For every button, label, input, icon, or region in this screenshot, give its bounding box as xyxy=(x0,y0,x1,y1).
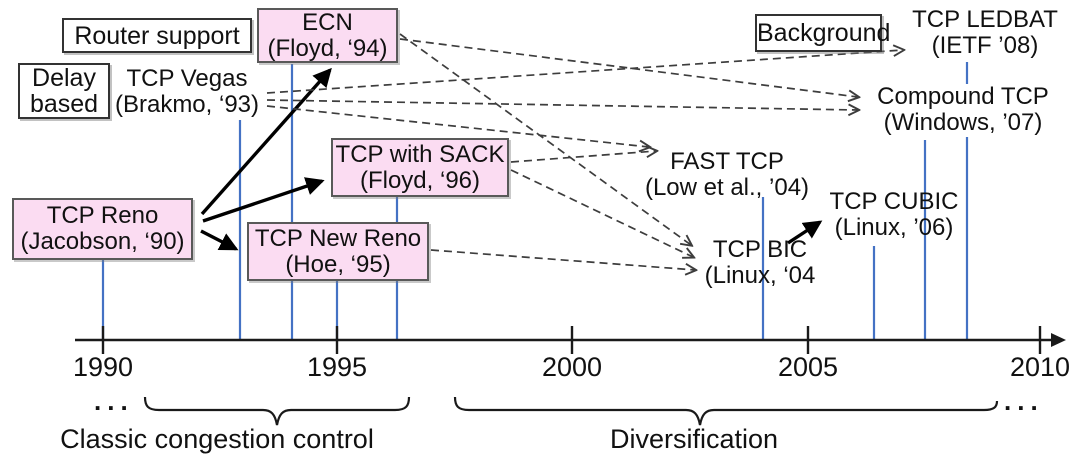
tcp-cubic-credit: (Linux, ’06) xyxy=(834,214,954,241)
tcp-cubic-name: TCP CUBIC xyxy=(829,188,959,215)
ecn-credit: (Floyd, ‘94) xyxy=(267,34,388,62)
label-background: Background xyxy=(755,14,891,52)
node-tcp-reno: TCP Reno (Jacobson, ‘90) xyxy=(12,198,193,260)
tcp-vegas-credit: (Brakmo, ‘93) xyxy=(114,91,260,118)
label-delay-based-line2: based xyxy=(29,90,99,118)
axis-arrowhead-icon xyxy=(1051,333,1066,347)
node-ecn: ECN (Floyd, ‘94) xyxy=(257,8,398,63)
brace-diversification-era xyxy=(453,396,999,426)
solid-arrow-tcp-reno-to-ecn xyxy=(200,67,332,216)
tcp-with-sack-name: TCP with SACK xyxy=(335,140,505,168)
compound-tcp-credit: (Windows, ’07) xyxy=(883,109,1043,136)
year-label-2000: 2000 xyxy=(541,352,603,382)
tcp-bic-credit: (Linux, ‘04 xyxy=(704,262,816,289)
node-fast-tcp: FAST TCP (Low et al., ’04) xyxy=(645,149,809,201)
label-delay-based: Delay based xyxy=(18,63,110,119)
tcp-reno-name: TCP Reno xyxy=(46,202,159,229)
dashed-arrow-tcp-vegas-to-tcp-ledbat xyxy=(266,50,903,94)
solid-arrow-tcp-reno-to-tcp-new-reno xyxy=(200,229,239,251)
influence-arrows xyxy=(200,33,903,270)
brace-classic-era xyxy=(143,396,411,426)
tcp-bic-name: TCP BIC xyxy=(712,236,808,263)
label-router-support: Router support xyxy=(62,18,252,53)
year-label-2010: 2010 xyxy=(1009,352,1071,382)
label-router-support-text: Router support xyxy=(74,21,240,50)
dashed-arrow-tcp-vegas-to-compound-tcp xyxy=(266,99,858,110)
node-tcp-vegas: TCP Vegas (Brakmo, ‘93) xyxy=(115,66,259,118)
year-label-2005: 2005 xyxy=(777,352,839,382)
ellipsis-left: ... xyxy=(94,386,134,416)
node-tcp-new-reno: TCP New Reno (Hoe, ‘95) xyxy=(247,222,429,281)
node-tcp-cubic: TCP CUBIC (Linux, ’06) xyxy=(830,189,959,241)
fast-tcp-name: FAST TCP xyxy=(670,148,784,175)
tcp-vegas-name: TCP Vegas xyxy=(126,65,248,92)
solid-arrow-tcp-bic-to-tcp-cubic xyxy=(787,220,823,245)
dashed-arrow-tcp-new-reno-to-tcp-bic xyxy=(430,249,695,270)
year-label-1995: 1995 xyxy=(306,352,368,382)
year-label-1990: 1990 xyxy=(72,352,134,382)
solid-arrow-tcp-reno-to-tcp-with-sack xyxy=(202,177,325,223)
dashed-arrow-ecn-to-compound-tcp xyxy=(399,38,858,97)
ellipsis-right: ... xyxy=(1004,386,1044,416)
dashed-arrow-tcp-with-sack-to-tcp-bic xyxy=(510,169,693,257)
fast-tcp-credit: (Low et al., ’04) xyxy=(644,174,810,201)
era-label-diversification: Diversification xyxy=(609,424,779,454)
dashed-arrow-tcp-with-sack-to-fast-tcp xyxy=(510,151,656,163)
compound-tcp-name: Compound TCP xyxy=(877,83,1049,110)
tcp-reno-credit: (Jacobson, ‘90) xyxy=(20,228,185,255)
label-background-text: Background xyxy=(757,19,891,47)
node-tcp-bic: TCP BIC (Linux, ‘04 xyxy=(705,237,816,289)
dashed-arrow-ecn-to-tcp-bic xyxy=(399,33,691,245)
tcp-ledbat-name: TCP LEDBAT xyxy=(912,6,1058,33)
era-label-classic: Classic congestion control xyxy=(60,424,374,454)
tcp-with-sack-credit: (Floyd, ‘96) xyxy=(359,166,481,194)
node-tcp-with-sack: TCP with SACK (Floyd, ‘96) xyxy=(331,138,509,197)
label-delay-based-line1: Delay xyxy=(32,64,96,92)
tcp-new-reno-name: TCP New Reno xyxy=(254,224,422,252)
tcp-new-reno-credit: (Hoe, ‘95) xyxy=(285,250,391,278)
node-compound-tcp: Compound TCP (Windows, ’07) xyxy=(877,84,1049,136)
ecn-name: ECN xyxy=(302,8,353,36)
node-tcp-ledbat: TCP LEDBAT (IETF ’08) xyxy=(912,7,1058,59)
tcp-ledbat-credit: (IETF ’08) xyxy=(931,32,1039,59)
